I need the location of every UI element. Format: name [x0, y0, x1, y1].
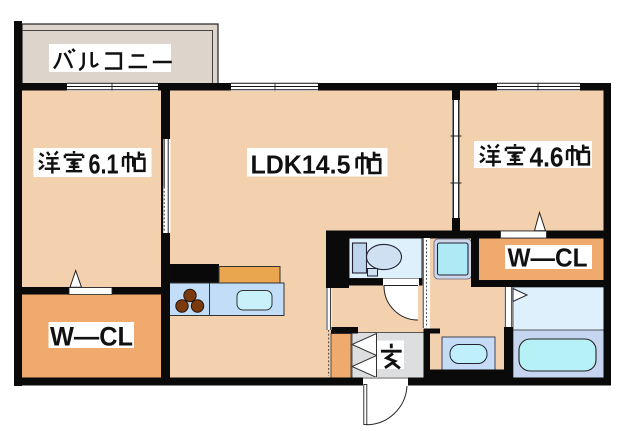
svg-text:6.1: 6.1	[89, 149, 119, 180]
svg-text:LDK14.5: LDK14.5	[251, 150, 351, 180]
svg-text:4.6: 4.6	[530, 142, 564, 173]
svg-text:W—CL: W—CL	[508, 245, 588, 273]
svg-text:W—CL: W—CL	[50, 322, 133, 352]
